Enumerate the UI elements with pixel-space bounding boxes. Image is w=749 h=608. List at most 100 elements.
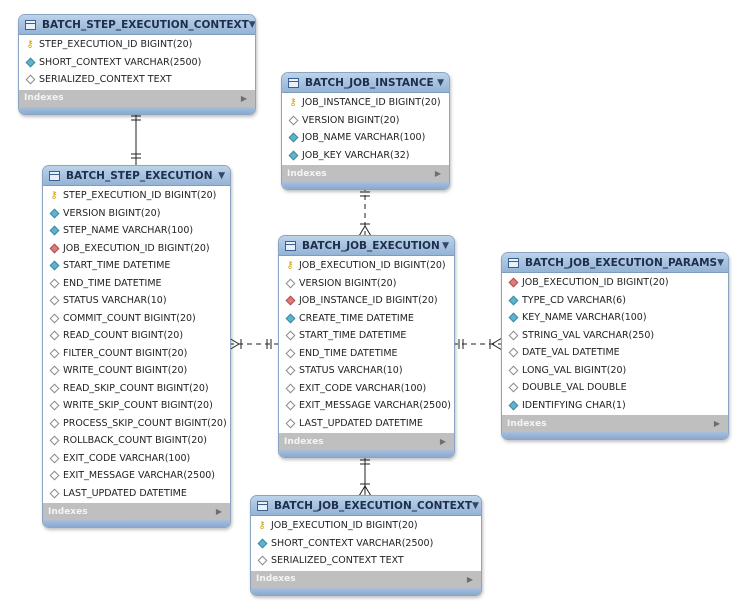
column-label: DOUBLE_VAL DOUBLE xyxy=(522,382,627,394)
column-row[interactable]: STATUS VARCHAR(10) xyxy=(279,362,454,380)
column-row[interactable]: JOB_NAME VARCHAR(100) xyxy=(282,129,449,147)
column-row[interactable]: READ_SKIP_COUNT BIGINT(20) xyxy=(43,380,230,398)
table-batch-job-execution-context[interactable]: BATCH_JOB_EXECUTION_CONTEXT ▼ ⚷JOB_EXECU… xyxy=(250,495,482,596)
diamond-shape xyxy=(49,418,59,429)
column-row[interactable]: LAST_UPDATED DATETIME xyxy=(43,485,230,503)
column-label: JOB_INSTANCE_ID BIGINT(20) xyxy=(299,295,438,307)
column-row[interactable]: STRING_VAL VARCHAR(250) xyxy=(502,327,728,345)
column-row[interactable]: STATUS VARCHAR(10) xyxy=(43,292,230,310)
column-row[interactable]: KEY_NAME VARCHAR(100) xyxy=(502,309,728,327)
column-row[interactable]: ROLLBACK_COUNT BIGINT(20) xyxy=(43,432,230,450)
column-row[interactable]: VERSION BIGINT(20) xyxy=(282,112,449,130)
column-row[interactable]: FILTER_COUNT BIGINT(20) xyxy=(43,345,230,363)
expand-arrow-icon[interactable]: ▶ xyxy=(240,93,247,103)
indexes-bar[interactable]: Indexes ▶ xyxy=(282,165,449,182)
table-header[interactable]: BATCH_STEP_EXECUTION_CONTEXT ▼ xyxy=(19,15,255,35)
indexes-bar[interactable]: Indexes ▶ xyxy=(502,415,728,432)
nullable-column-icon xyxy=(257,555,267,566)
table-batch-job-instance[interactable]: BATCH_JOB_INSTANCE ▼ ⚷JOB_INSTANCE_ID BI… xyxy=(281,72,450,190)
collapse-arrow-icon[interactable]: ▼ xyxy=(437,77,444,88)
not-null-column-icon xyxy=(49,225,59,236)
diamond-shape xyxy=(49,208,59,219)
column-row[interactable]: SHORT_CONTEXT VARCHAR(2500) xyxy=(19,54,255,72)
column-label: END_TIME DATETIME xyxy=(299,347,398,359)
table-batch-job-execution[interactable]: BATCH_JOB_EXECUTION ▼ ⚷JOB_EXECUTION_ID … xyxy=(278,235,455,458)
table-header[interactable]: BATCH_JOB_INSTANCE ▼ xyxy=(282,73,449,93)
expand-arrow-icon[interactable]: ▶ xyxy=(434,169,441,178)
column-row[interactable]: STEP_NAME VARCHAR(100) xyxy=(43,222,230,240)
column-label: EXIT_CODE VARCHAR(100) xyxy=(63,452,191,464)
diamond-shape xyxy=(49,313,59,324)
nullable-column-icon xyxy=(49,470,59,481)
column-row[interactable]: EXIT_MESSAGE VARCHAR(2500) xyxy=(279,397,454,415)
table-header[interactable]: BATCH_JOB_EXECUTION_CONTEXT ▼ xyxy=(251,496,481,516)
nullable-column-icon xyxy=(285,400,295,411)
column-row[interactable]: END_TIME DATETIME xyxy=(43,275,230,293)
table-batch-step-execution-context[interactable]: BATCH_STEP_EXECUTION_CONTEXT ▼ ⚷STEP_EXE… xyxy=(18,14,256,115)
column-row[interactable]: ⚷STEP_EXECUTION_ID BIGINT(20) xyxy=(19,36,255,54)
column-row[interactable]: EXIT_MESSAGE VARCHAR(2500) xyxy=(43,467,230,485)
not-null-column-icon xyxy=(508,400,518,411)
column-row[interactable]: JOB_EXECUTION_ID BIGINT(20) xyxy=(502,274,728,292)
column-row[interactable]: PROCESS_SKIP_COUNT BIGINT(20) xyxy=(43,415,230,433)
indexes-bar[interactable]: Indexes ▶ xyxy=(19,89,255,107)
column-row[interactable]: START_TIME DATETIME xyxy=(279,327,454,345)
expand-arrow-icon[interactable]: ▶ xyxy=(466,574,473,584)
nullable-column-icon xyxy=(49,418,59,429)
column-row[interactable]: ⚷JOB_EXECUTION_ID BIGINT(20) xyxy=(279,257,454,275)
column-row[interactable]: WRITE_COUNT BIGINT(20) xyxy=(43,362,230,380)
expand-arrow-icon[interactable]: ▶ xyxy=(713,419,720,428)
diamond-shape xyxy=(49,435,59,446)
not-null-column-icon xyxy=(49,208,59,219)
column-row[interactable]: CREATE_TIME DATETIME xyxy=(279,310,454,328)
column-row[interactable]: ⚷JOB_INSTANCE_ID BIGINT(20) xyxy=(282,94,449,112)
key-glyph: ⚷ xyxy=(26,38,34,50)
table-batch-step-execution[interactable]: BATCH_STEP_EXECUTION ▼ ⚷STEP_EXECUTION_I… xyxy=(42,165,231,528)
column-row[interactable]: SERIALIZED_CONTEXT TEXT xyxy=(251,552,481,570)
collapse-arrow-icon[interactable]: ▼ xyxy=(442,240,449,251)
table-icon xyxy=(49,170,60,181)
column-row[interactable]: START_TIME DATETIME xyxy=(43,257,230,275)
table-header[interactable]: BATCH_JOB_EXECUTION ▼ xyxy=(279,236,454,256)
column-row[interactable]: DOUBLE_VAL DOUBLE xyxy=(502,379,728,397)
column-row[interactable]: SERIALIZED_CONTEXT TEXT xyxy=(19,71,255,89)
column-row[interactable]: DATE_VAL DATETIME xyxy=(502,344,728,362)
expand-arrow-icon[interactable]: ▶ xyxy=(215,507,222,516)
table-batch-job-execution-params[interactable]: BATCH_JOB_EXECUTION_PARAMS ▼ JOB_EXECUTI… xyxy=(501,252,729,440)
column-label: WRITE_COUNT BIGINT(20) xyxy=(63,365,188,377)
diamond-shape xyxy=(508,312,518,323)
table-header[interactable]: BATCH_JOB_EXECUTION_PARAMS ▼ xyxy=(502,253,728,273)
column-row[interactable]: READ_COUNT BIGINT(20) xyxy=(43,327,230,345)
column-row[interactable]: WRITE_SKIP_COUNT BIGINT(20) xyxy=(43,397,230,415)
column-row[interactable]: VERSION BIGINT(20) xyxy=(279,275,454,293)
indexes-bar[interactable]: Indexes ▶ xyxy=(43,503,230,520)
collapse-arrow-icon[interactable]: ▼ xyxy=(218,170,225,181)
column-row[interactable]: END_TIME DATETIME xyxy=(279,345,454,363)
column-row[interactable]: IDENTIFYING CHAR(1) xyxy=(502,397,728,415)
column-row[interactable]: JOB_INSTANCE_ID BIGINT(20) xyxy=(279,292,454,310)
column-row[interactable]: JOB_EXECUTION_ID BIGINT(20) xyxy=(43,240,230,258)
column-row[interactable]: JOB_KEY VARCHAR(32) xyxy=(282,147,449,165)
primary-key-icon: ⚷ xyxy=(288,97,298,108)
indexes-bar[interactable]: Indexes ▶ xyxy=(251,570,481,588)
column-label: COMMIT_COUNT BIGINT(20) xyxy=(63,312,196,324)
column-row[interactable]: LAST_UPDATED DATETIME xyxy=(279,415,454,433)
not-null-column-icon xyxy=(508,312,518,323)
table-header[interactable]: BATCH_STEP_EXECUTION ▼ xyxy=(43,166,230,186)
column-row[interactable]: SHORT_CONTEXT VARCHAR(2500) xyxy=(251,535,481,553)
collapse-arrow-icon[interactable]: ▼ xyxy=(717,257,725,268)
not-null-column-icon xyxy=(257,538,267,549)
column-row[interactable]: ⚷JOB_EXECUTION_ID BIGINT(20) xyxy=(251,517,481,535)
column-row[interactable]: LONG_VAL BIGINT(20) xyxy=(502,362,728,380)
column-row[interactable]: VERSION BIGINT(20) xyxy=(43,205,230,223)
column-row[interactable]: COMMIT_COUNT BIGINT(20) xyxy=(43,310,230,328)
column-row[interactable]: EXIT_CODE VARCHAR(100) xyxy=(43,450,230,468)
collapse-arrow-icon[interactable]: ▼ xyxy=(472,500,479,511)
column-row[interactable]: EXIT_CODE VARCHAR(100) xyxy=(279,380,454,398)
indexes-bar[interactable]: Indexes ▶ xyxy=(279,433,454,450)
not-null-column-icon xyxy=(49,260,59,271)
column-row[interactable]: TYPE_CD VARCHAR(6) xyxy=(502,292,728,310)
collapse-arrow-icon[interactable]: ▼ xyxy=(248,19,256,30)
expand-arrow-icon[interactable]: ▶ xyxy=(439,437,446,446)
column-row[interactable]: ⚷STEP_EXECUTION_ID BIGINT(20) xyxy=(43,187,230,205)
